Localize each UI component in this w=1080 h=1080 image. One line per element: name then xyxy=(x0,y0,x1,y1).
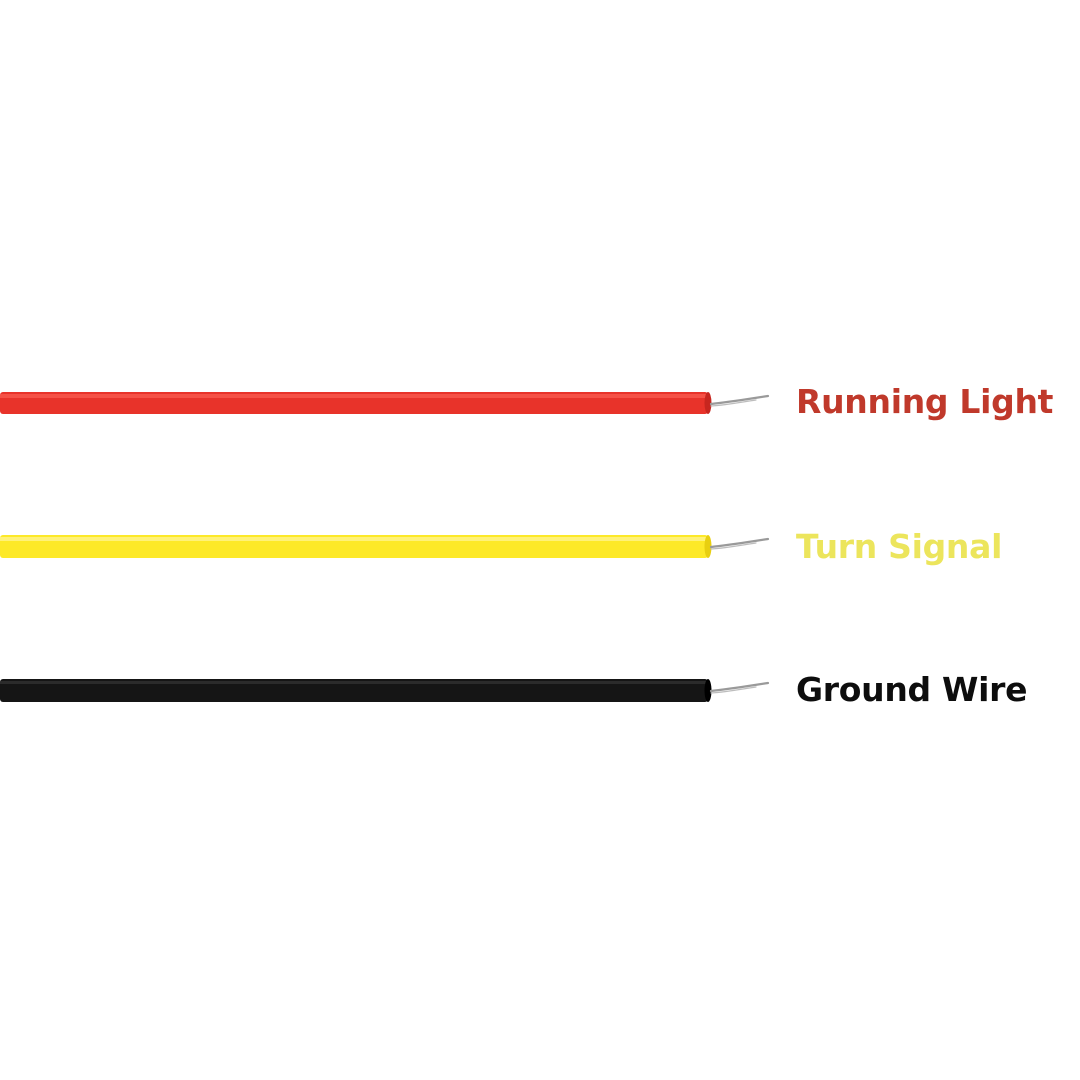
red-wire xyxy=(0,392,770,414)
yellow-wire-highlight xyxy=(0,537,706,541)
black-wire-conductor-strand xyxy=(710,686,757,694)
black-wire-conductor xyxy=(709,681,770,693)
wire-row-running-light: Running Light xyxy=(0,372,1080,432)
red-wire-highlight xyxy=(0,394,706,398)
wire-label-running-light: Running Light xyxy=(796,382,1054,421)
red-wire-end-cap xyxy=(704,392,712,414)
yellow-wire-end-cap xyxy=(704,535,712,558)
yellow-wire-conductor-strand xyxy=(710,542,757,550)
black-wire-insulation xyxy=(0,679,708,702)
wire-row-ground-wire: Ground Wire xyxy=(0,660,1080,720)
black-wire-highlight xyxy=(0,681,706,684)
red-wire-conductor xyxy=(709,394,770,406)
wire-label-ground-wire: Ground Wire xyxy=(796,670,1028,709)
wire-label-turn-signal: Turn Signal xyxy=(796,527,1003,566)
black-wire-end-cap xyxy=(704,679,712,702)
wire-row-turn-signal: Turn Signal xyxy=(0,517,1080,577)
yellow-wire-conductor xyxy=(709,537,770,549)
black-wire xyxy=(0,679,770,702)
yellow-wire xyxy=(0,535,770,558)
red-wire-conductor-strand xyxy=(710,399,757,407)
